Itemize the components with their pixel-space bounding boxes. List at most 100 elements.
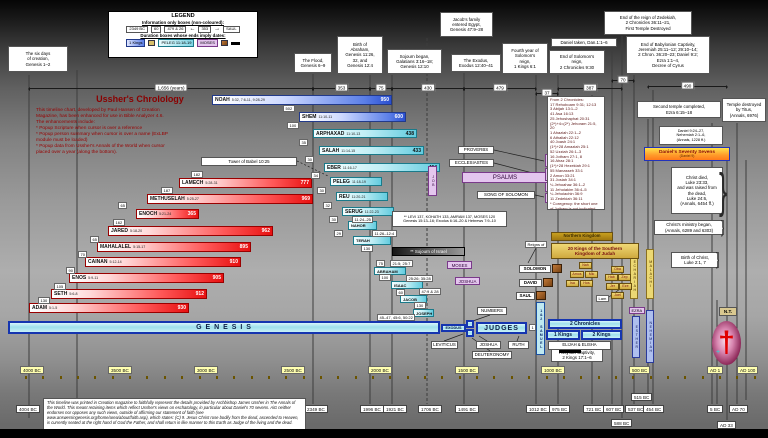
note-leviticus-label[interactable]: LEVITICUS bbox=[431, 341, 458, 349]
info-box[interactable]: 182 bbox=[191, 171, 203, 179]
scripture-ref[interactable]: 5:6-8 bbox=[69, 292, 78, 296]
nt-marker[interactable]: N.T. bbox=[719, 307, 737, 316]
northern-kingdom[interactable]: Northern Kingdom bbox=[551, 232, 613, 241]
scripture-ref[interactable]: 5:25-27 bbox=[186, 197, 199, 201]
sevens-ref[interactable]: (Daniel 9) bbox=[679, 153, 695, 158]
event-date-label[interactable]: 5 BC bbox=[707, 405, 724, 414]
person-name[interactable]: SALAH bbox=[322, 147, 340, 154]
note-end-babylon-captivity[interactable]: End of Babylonian Captivity, Jeremiah 25… bbox=[626, 36, 710, 74]
info-box[interactable]: 130 bbox=[414, 302, 426, 310]
info-box[interactable]: 35 bbox=[299, 139, 309, 147]
info-box[interactable]: 90 bbox=[66, 267, 76, 275]
person-name[interactable]: JARED bbox=[111, 228, 128, 234]
person-name[interactable]: JACOB bbox=[403, 296, 418, 302]
note-ruth-label[interactable]: RUTH bbox=[508, 341, 529, 349]
person-name[interactable]: ADAM bbox=[32, 305, 47, 311]
info-box[interactable]: 25:26; 35:28 bbox=[406, 275, 434, 283]
scripture-ref[interactable]: 11:10-13 bbox=[346, 131, 361, 136]
note-numbers-label[interactable]: NUMBERS bbox=[477, 307, 507, 315]
lifespan-bar-jacob[interactable]: JACOB bbox=[400, 295, 427, 303]
scripture-ref[interactable]: 5:28-31 bbox=[205, 181, 218, 185]
axis-year-label[interactable]: 1000 BC bbox=[541, 366, 565, 375]
prophet-obadiah[interactable]: Oba bbox=[611, 266, 624, 273]
scripture-ref[interactable]: 11:16-17 bbox=[342, 165, 357, 170]
note-six-days-of-creation[interactable]: The six days of creation, Genesis 1–2 bbox=[8, 46, 68, 72]
purple-box-psalms[interactable]: PSALMS bbox=[462, 172, 548, 183]
scripture-ref[interactable]: 5:32, 7:6-11, 9:28-29 bbox=[231, 98, 265, 102]
info-box[interactable]: 21:5; 25:7 bbox=[390, 260, 413, 268]
info-box[interactable]: 130 bbox=[361, 245, 373, 253]
scripture-ref[interactable]: 5:18-20 bbox=[129, 229, 143, 233]
duration-label[interactable]: 387 bbox=[583, 83, 597, 92]
note-daniel-nehemiah-note[interactable]: Daniel 9:24–27, Nehemiah 2:1–6, (Annals,… bbox=[659, 126, 723, 145]
vertical-book-esther[interactable]: ESTHER bbox=[632, 316, 640, 358]
prophet-joel[interactable]: Joel bbox=[611, 292, 624, 299]
prophet-amos[interactable]: Amos bbox=[570, 271, 584, 278]
info-box[interactable]: 60 bbox=[396, 289, 406, 297]
note-birth-of-christ[interactable]: Birth of Christ, Luke 2:1, 7 bbox=[671, 252, 719, 268]
scripture-ref[interactable]: 11:22-23 bbox=[364, 209, 379, 214]
info-box[interactable]: 11:26–12:4 bbox=[372, 230, 397, 238]
reign-box-david[interactable]: DAVID bbox=[519, 279, 542, 287]
note-christ-died[interactable]: Christ died, Luke 23:33, and was raised … bbox=[671, 167, 723, 214]
event-date-label[interactable]: 588 BC bbox=[611, 419, 633, 428]
person-name[interactable]: TERAH bbox=[356, 238, 370, 243]
reign-box-solomon[interactable]: SOLOMON bbox=[519, 265, 551, 273]
duration-label[interactable]: 430 bbox=[421, 83, 435, 92]
scripture-ref[interactable]: 11:10-11 bbox=[318, 115, 333, 119]
axis-year-label[interactable]: 2500 BC bbox=[281, 366, 305, 375]
person-name[interactable]: MAHALALEL bbox=[100, 244, 132, 250]
event-date-label[interactable]: AD 33 bbox=[717, 421, 736, 430]
note-birth-of-abraham[interactable]: Birth of Abraham, Genesis 11:26, 32, and… bbox=[337, 36, 383, 74]
prophet-jeremiah[interactable]: Jer bbox=[606, 283, 619, 290]
scripture-ref[interactable]: 11:14-15 bbox=[341, 148, 356, 153]
person-name[interactable]: CAINAN bbox=[88, 259, 108, 265]
prophet-isaiah[interactable]: Isa bbox=[566, 280, 579, 287]
note-levi-kohath-note[interactable]: ** LEVI 137, KOHATH 133, AMRAM 137, MOSE… bbox=[392, 211, 507, 227]
note-end-zedekiah[interactable]: End of the reign of Zedekiah, 2 Chronicl… bbox=[604, 11, 692, 35]
scripture-ref[interactable]: 11:20-21 bbox=[351, 194, 366, 199]
note-end-solomon-reign[interactable]: End of Solomon's reign, 2 Chronicles 9:3… bbox=[549, 50, 605, 74]
axis-year-label[interactable]: 1500 BC bbox=[455, 366, 479, 375]
book-bar-2-chronicles[interactable]: 2 Chronicles bbox=[548, 319, 622, 329]
person-name[interactable]: LAMECH bbox=[182, 180, 204, 186]
duration-label[interactable]: 353 bbox=[334, 83, 349, 92]
info-box[interactable]: 130 bbox=[38, 297, 50, 305]
info-box[interactable]: 45–47, 45:6, 50:22 bbox=[377, 314, 416, 322]
axis-year-label[interactable]: AD 100 bbox=[737, 366, 759, 375]
event-date-label[interactable]: 721 BC bbox=[583, 405, 605, 414]
info-box[interactable]: 65 bbox=[90, 236, 100, 244]
event-date-label[interactable]: 4004 BC bbox=[16, 405, 40, 414]
person-name[interactable]: ENOCH bbox=[139, 211, 158, 217]
info-box[interactable]: 29 bbox=[334, 230, 344, 238]
book-bar-1-kings[interactable]: 1 Kings bbox=[546, 330, 580, 340]
event-date-label[interactable]: 1921 BC bbox=[383, 405, 407, 414]
note-jacob-family-egypt[interactable]: Jacob's family entered Egypt, Genesis 47… bbox=[440, 12, 493, 37]
duration-label[interactable]: 490 bbox=[680, 81, 695, 90]
book-bar[interactable] bbox=[466, 329, 474, 337]
note-temple-destroyed-titus[interactable]: Temple destroyed by Titus, (Annals, 6976… bbox=[722, 98, 766, 122]
person-name[interactable]: ARPHAXAD bbox=[316, 130, 345, 137]
axis-year-label[interactable]: 3000 BC bbox=[194, 366, 218, 375]
vertical-book-malachi[interactable]: MALACHI bbox=[646, 249, 654, 299]
info-box[interactable]: 70 bbox=[78, 251, 88, 259]
purple-box-joshua[interactable]: JOSHUA bbox=[455, 277, 480, 285]
book-bar-2-kings[interactable]: 2 Kings bbox=[581, 330, 622, 340]
info-box[interactable]: 47:9 & 28 bbox=[419, 288, 442, 296]
person-name[interactable]: NOAH bbox=[215, 97, 230, 103]
duration-label[interactable]: 70 bbox=[617, 75, 629, 84]
info-box[interactable]: 34 bbox=[311, 172, 321, 180]
scripture-ref[interactable]: 5:12-14 bbox=[109, 260, 122, 264]
southern-kingdom-judah[interactable]: 20 Kings of the Southern Kingdom of Juda… bbox=[551, 243, 639, 259]
info-box[interactable]: 502 bbox=[283, 105, 295, 113]
info-box[interactable]: 75 bbox=[376, 260, 386, 268]
prophet-nahum[interactable]: Nah bbox=[579, 262, 592, 269]
